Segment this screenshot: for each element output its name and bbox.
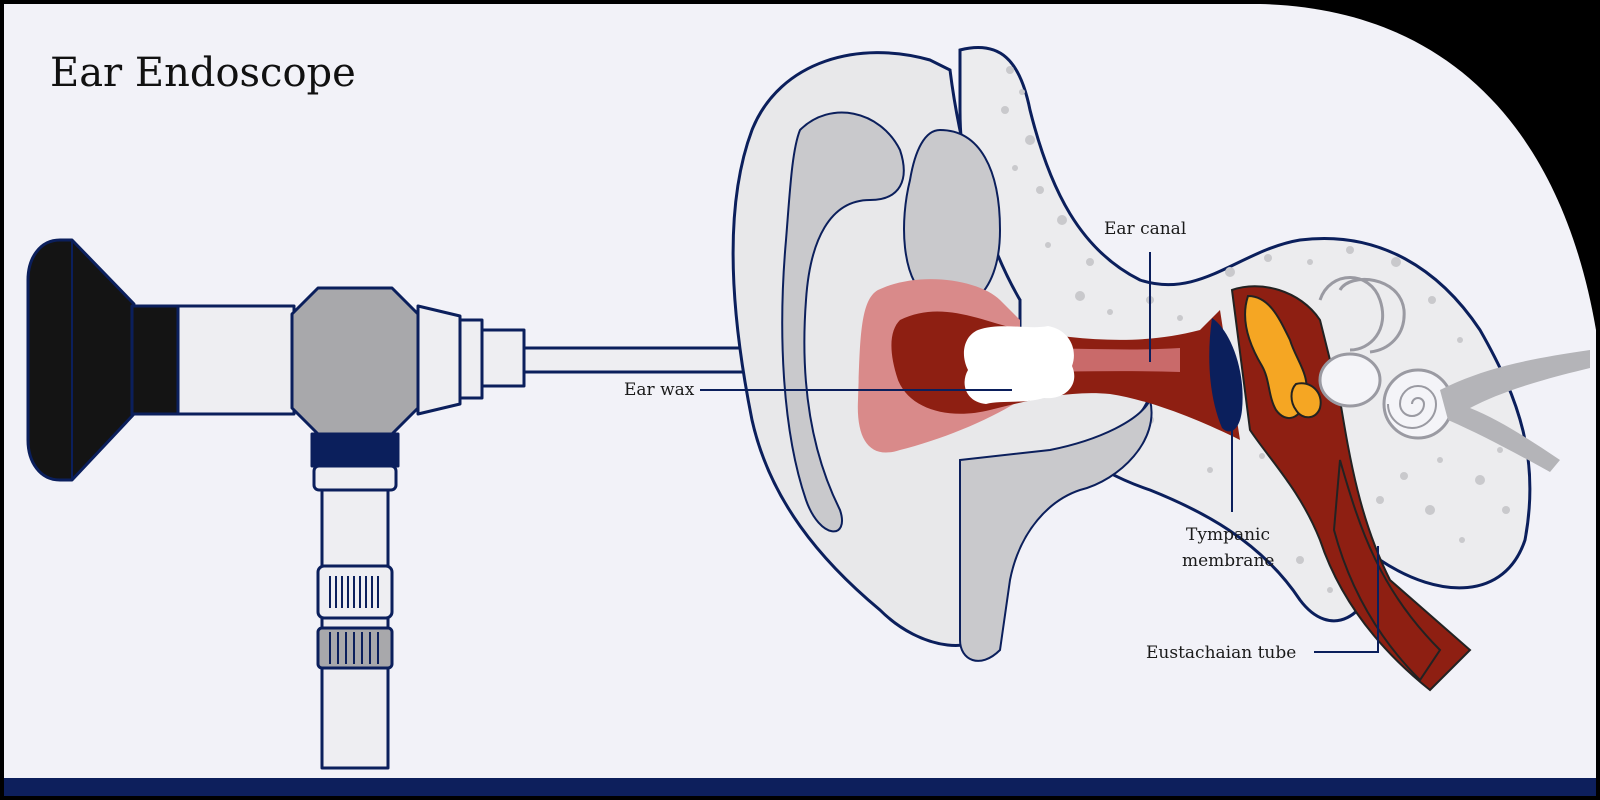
tympanic-membrane-shape [1209, 318, 1243, 432]
light-post-base [310, 432, 400, 468]
eyepiece-collar [130, 304, 180, 416]
earlobe [959, 397, 1153, 662]
annotations [700, 252, 1379, 653]
label-ear-canal: Ear canal [1104, 219, 1186, 239]
cable-grip-lower-ridges [329, 632, 379, 664]
auditory-nerve [1440, 350, 1590, 472]
eustachian-tube-shape [1332, 459, 1442, 682]
label-tympanic-line2: membrane [1182, 551, 1274, 571]
stapes [1290, 382, 1322, 419]
light-post-neck [312, 464, 398, 492]
ear-anatomy [731, 46, 1590, 692]
ossicles [1244, 294, 1308, 420]
scope-nose-ring [458, 318, 484, 400]
light-port-hub [290, 286, 420, 436]
eustachian-leader [1314, 546, 1379, 653]
helix-fold [781, 111, 905, 533]
vestibule [1318, 352, 1382, 408]
bottom-bar [4, 778, 1596, 796]
label-ear-wax: Ear wax [624, 380, 695, 400]
ear-wax [963, 326, 1075, 404]
label-tympanic-line1: Tympanic [1186, 525, 1270, 545]
scope-nose [416, 304, 462, 416]
scope-body [176, 304, 296, 416]
page-title: Ear Endoscope [50, 50, 356, 96]
semicircular-canals [1318, 276, 1406, 354]
cable-grip-upper-ridges [329, 576, 379, 608]
cochlea-spiral [1387, 385, 1438, 429]
scope-nose-tip [480, 328, 526, 388]
label-eustachian-tube: Eustachaian tube [1146, 643, 1296, 663]
eyepiece-cup [26, 238, 136, 482]
